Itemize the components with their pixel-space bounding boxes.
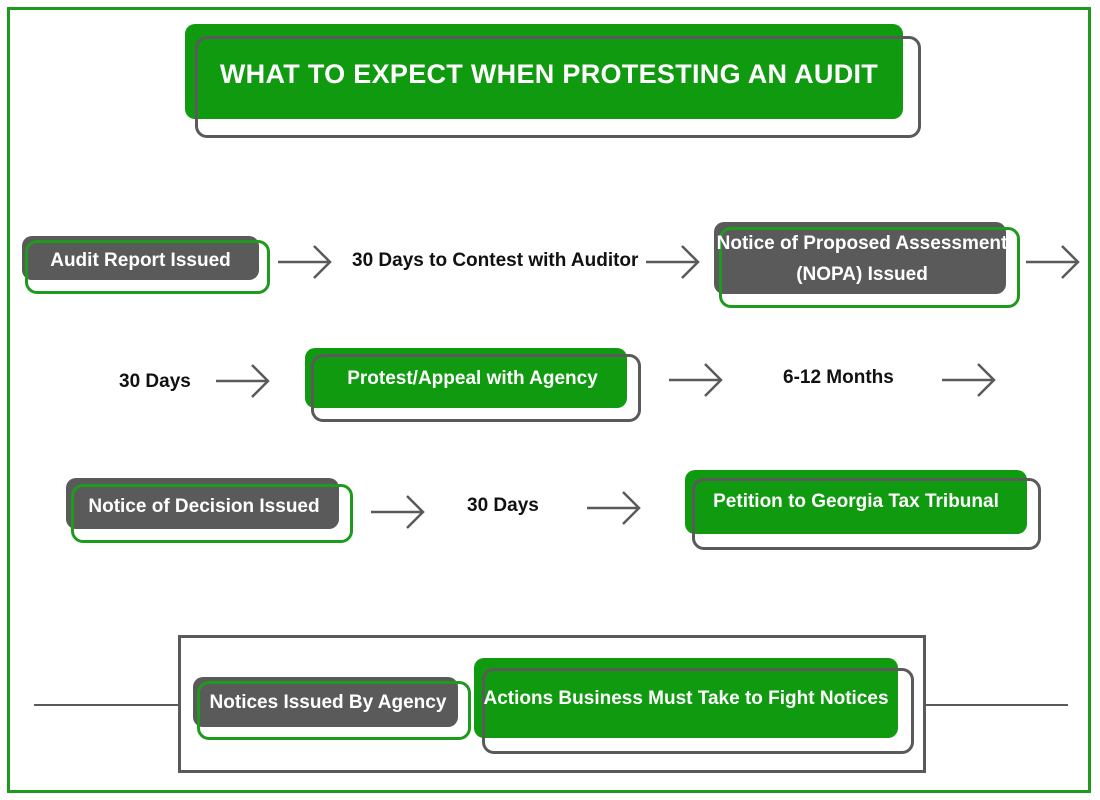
step-six-twelve-months: 6-12 Months <box>783 367 894 388</box>
arrow-right-icon <box>1026 245 1080 279</box>
step-nopa-label: Notice of Proposed Assessment (NOPA) Iss… <box>714 222 1010 296</box>
step-nopa-issued: Notice of Proposed Assessment (NOPA) Iss… <box>714 222 1020 308</box>
arrow-right-icon <box>216 364 270 398</box>
step-protest-appeal-label: Protest/Appeal with Agency <box>347 367 598 389</box>
step-nopa-line1: Notice of Proposed Assessment <box>716 233 1008 254</box>
page-title: WHAT TO EXPECT WHEN PROTESTING AN AUDIT <box>219 58 879 89</box>
legend-line-right <box>924 704 1068 706</box>
step-notice-of-decision: Notice of Decision Issued <box>66 478 353 543</box>
arrow-right-icon <box>669 363 723 397</box>
arrow-right-icon <box>942 363 996 397</box>
step-contest-auditor: 30 Days to Contest with Auditor <box>352 250 639 271</box>
step-thirty-days-b: 30 Days <box>467 495 539 516</box>
step-thirty-days-a: 30 Days <box>119 371 191 392</box>
arrow-right-icon <box>278 245 332 279</box>
arrow-right-icon <box>646 245 700 279</box>
step-nopa-line2: (NOPA) Issued <box>796 264 928 285</box>
legend-actions-label: Actions Business Must Take to Fight Noti… <box>483 687 889 709</box>
legend-notices-issued: Notices Issued By Agency <box>193 677 471 740</box>
step-protest-appeal: Protest/Appeal with Agency <box>305 348 641 422</box>
step-petition-tax-tribunal: Petition to Georgia Tax Tribunal <box>685 470 1041 550</box>
step-audit-report-label: Audit Report Issued <box>50 249 231 271</box>
step-notice-of-decision-label: Notice of Decision Issued <box>88 495 320 517</box>
arrow-right-icon <box>371 495 425 529</box>
title-banner: WHAT TO EXPECT WHEN PROTESTING AN AUDIT <box>185 24 921 138</box>
diagram-frame <box>7 7 1091 793</box>
step-audit-report-issued: Audit Report Issued <box>22 236 270 294</box>
step-petition-label: Petition to Georgia Tax Tribunal <box>713 490 999 512</box>
legend-actions-business: Actions Business Must Take to Fight Noti… <box>474 658 914 754</box>
arrow-right-icon <box>587 491 641 525</box>
legend-notices-label: Notices Issued By Agency <box>209 691 447 713</box>
legend-line-left <box>34 704 180 706</box>
